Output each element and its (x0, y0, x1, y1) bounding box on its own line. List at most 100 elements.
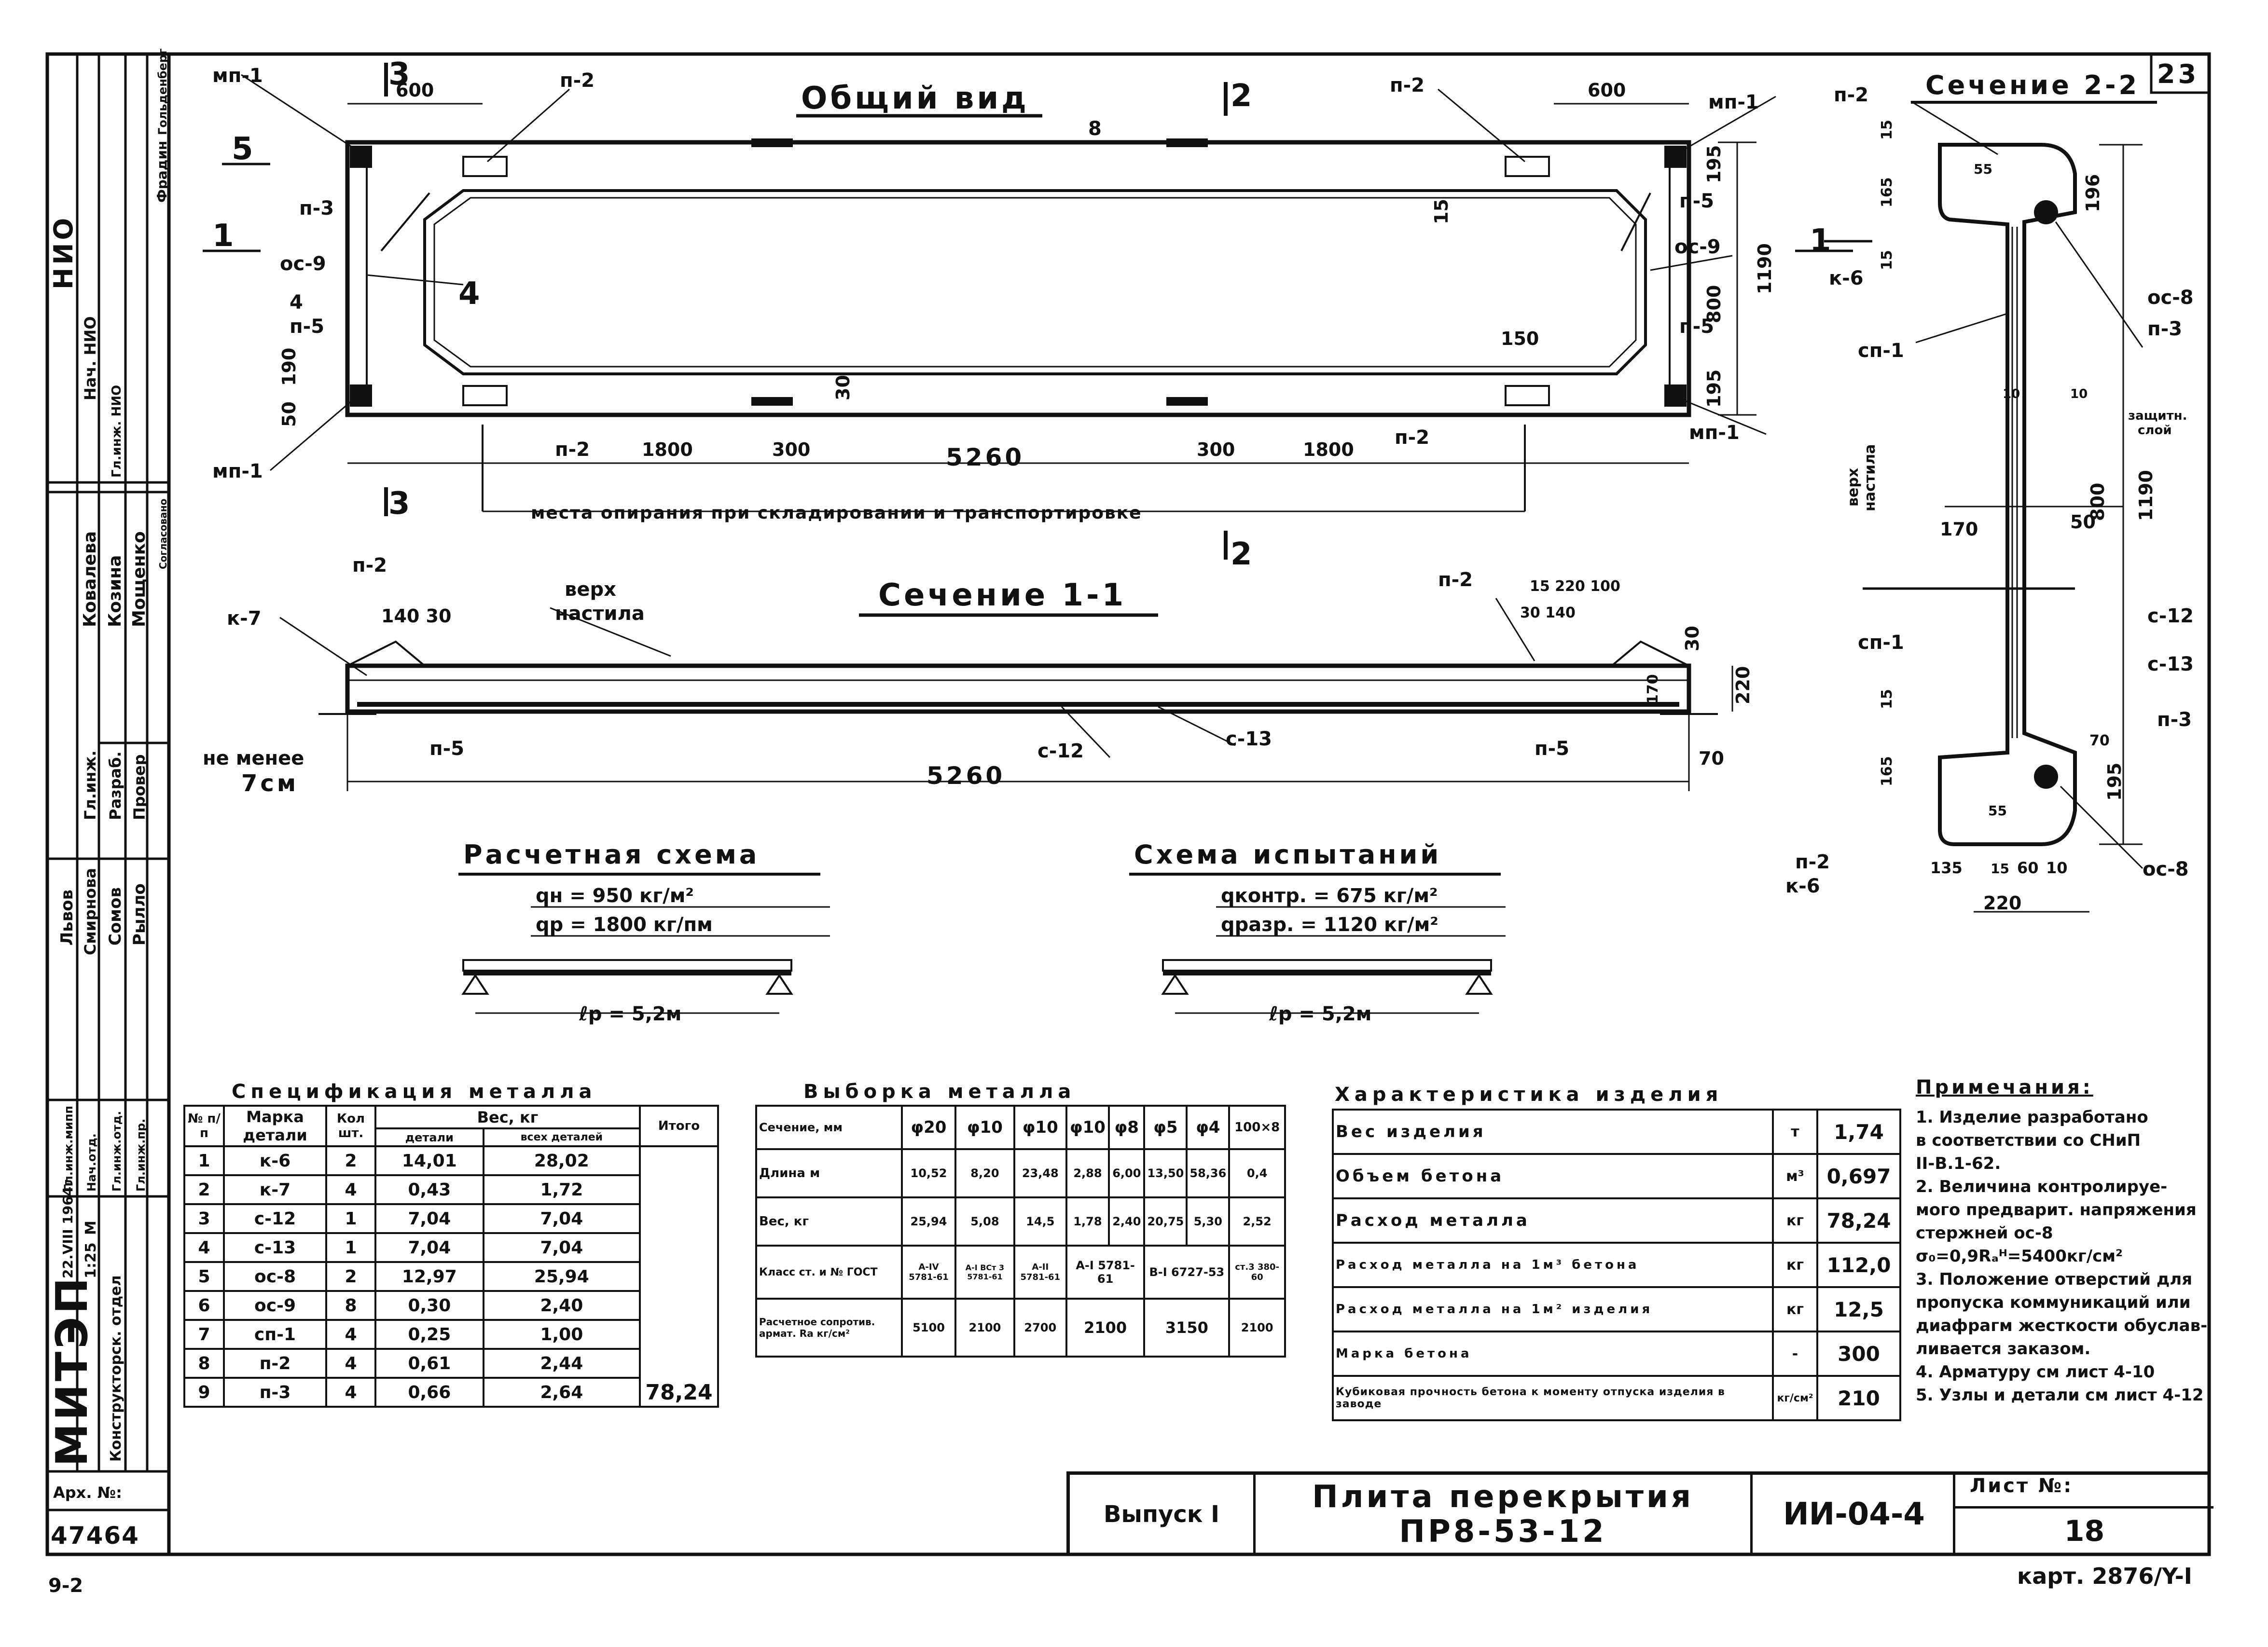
label-s22-prot-2: слой (2138, 423, 2172, 438)
spec-cell: 2 (325, 1145, 376, 1176)
spec-table-title: Спецификация металла (232, 1081, 597, 1103)
title-block-left (45, 52, 171, 1556)
sel-class-2: A-II 5781-61 (1013, 1245, 1067, 1300)
section-2-2 (1824, 100, 2144, 913)
sel-len-6: 58,36 (1186, 1148, 1231, 1198)
bottom-title-block: Выпуск I Плита перекрытия ПР8-53-12 ИИ-0… (1066, 1471, 2213, 1553)
sel-col-0: φ20 (901, 1105, 956, 1150)
label-s22-oc8-bot: ос-8 (2143, 858, 2189, 880)
char-table-title: Характеристика изделия (1333, 1081, 1900, 1111)
label-s22-sp1-mid: сп-1 (1858, 631, 1904, 654)
note-line: 1. Изделие разработано (1916, 1108, 2148, 1127)
sel-rated-1: 2100 (954, 1298, 1015, 1358)
spec-h-num: № п/п (183, 1105, 225, 1147)
sel-w-4: 2,40 (1108, 1196, 1146, 1247)
label-s22-p3-bot: п-3 (2157, 709, 2192, 731)
sel-rated-2: 2700 (1013, 1298, 1067, 1358)
spec-cell: 2 (325, 1261, 376, 1292)
spec-cell: с-12 (223, 1203, 327, 1234)
char-label: Марка бетона (1332, 1331, 1774, 1377)
dim-s11-140-30: 140 30 (381, 605, 451, 627)
spec-cell: 0,25 (374, 1319, 484, 1350)
tb-name-b2: Мощенко (129, 531, 149, 627)
test-q-break: qразр. = 1120 кг/м² (1221, 914, 1438, 936)
label-sec3-top: 3 (388, 56, 413, 92)
dim-s11-15-220-100: 15 220 100 (1530, 578, 1620, 595)
label-k7: к-7 (227, 607, 262, 630)
label-section-1: 1 (212, 218, 237, 254)
label-s11-top-2: настила (555, 603, 645, 625)
label-oc9-r: ос-9 (1674, 236, 1721, 258)
label-mp1-br: мп-1 (1689, 422, 1740, 444)
dim-s22-50: 50 (2070, 511, 2096, 533)
dim-300-l: 300 (772, 439, 810, 460)
dim-s11-170: 170 (1645, 674, 1661, 704)
dim-s22-15d: 15 (1991, 861, 2009, 877)
selection-table-block: Выборка металла Сечение, мм φ20 φ10 φ10 … (755, 1081, 1286, 1358)
calc-scheme (461, 906, 830, 1014)
tb-name-c1: Смирнова (81, 868, 99, 955)
label-sec2-top: 2 (1231, 78, 1255, 114)
tb-scale: 1:25 (83, 1242, 99, 1278)
sel-len-7: 0,4 (1228, 1148, 1286, 1198)
dim-s22-800: 800 (2087, 483, 2108, 521)
spec-h-weight: Вес, кг (374, 1104, 641, 1130)
sel-class-4: B-I 6727-53 (1143, 1245, 1231, 1300)
sel-class-5: ст.3 380-60 (1228, 1245, 1286, 1300)
dim-195a: 195 (1703, 145, 1725, 183)
label-s11-p2-l: п-2 (352, 554, 387, 576)
label-oc9-l: ос-9 (280, 253, 326, 275)
issue-cell: Выпуск I (1070, 1475, 1256, 1553)
test-q-control: qконтр. = 675 кг/м² (1221, 885, 1438, 907)
title-line-2: ПР8-53-12 (1399, 1514, 1607, 1550)
spec-h-qty: Кол шт. (325, 1105, 376, 1147)
spec-cell: 12,97 (374, 1261, 484, 1292)
sel-len-1: 8,20 (954, 1148, 1015, 1198)
sel-col-7: 100×8 (1228, 1105, 1286, 1150)
label-p2-tl: п-2 (560, 69, 595, 92)
dim-s22-10c: 10 (2046, 859, 2068, 877)
sel-class-1: A-I ВСт 3 5781-61 (954, 1245, 1015, 1300)
spec-cell: 6 (183, 1290, 225, 1321)
label-p5-r: п-5 (1679, 190, 1714, 212)
spec-cell: 7,04 (374, 1232, 484, 1263)
code-cell: ИИ-04-4 (1755, 1475, 1955, 1553)
dim-s22-165a: 165 (1879, 177, 1895, 207)
note-line: 5. Узлы и детали см лист 4-12 (1916, 1386, 2204, 1405)
tb-agreed: Согласовано (157, 499, 169, 569)
general-view (203, 63, 1853, 560)
label-s22-top-1: верх (1845, 468, 1862, 507)
char-value: 0,697 (1816, 1153, 1901, 1199)
min-note-1: не менее (203, 747, 304, 769)
spec-cell: 8 (325, 1290, 376, 1321)
dim-5260: 5260 (946, 443, 1024, 471)
title-cell: Плита перекрытия ПР8-53-12 (1256, 1475, 1753, 1553)
char-unit: т (1772, 1109, 1818, 1155)
dim-s22-60: 60 (2017, 859, 2039, 877)
tb-arch-lbl: Арх. №: (53, 1483, 122, 1502)
sel-rated-4: 3150 (1143, 1298, 1231, 1358)
tb-scale-lbl: М (83, 1221, 99, 1235)
label-4b: 4 (458, 276, 483, 312)
label-sec2-bot: 2 (1231, 536, 1255, 572)
spec-cell: п-2 (223, 1348, 327, 1379)
char-unit: кг/см² (1772, 1375, 1818, 1421)
char-label: Расход металла на 1м³ бетона (1332, 1242, 1774, 1288)
label-s22-c12: с-12 (2147, 605, 2194, 627)
spec-cell: ос-8 (223, 1261, 327, 1292)
spec-table: № п/п Марка детали Кол шт. Вес, кг Итого… (183, 1104, 719, 1408)
spec-cell: 28,02 (482, 1145, 641, 1176)
label-5: 5 (232, 131, 256, 167)
dim-s22-15b: 15 (1879, 250, 1895, 270)
spec-cell: 1,00 (482, 1319, 641, 1350)
support-note: места опирания при складировании и транс… (531, 503, 1142, 523)
label-p3-l: п-3 (299, 197, 334, 220)
spec-cell: с-13 (223, 1232, 327, 1263)
char-unit: кг (1772, 1242, 1818, 1288)
